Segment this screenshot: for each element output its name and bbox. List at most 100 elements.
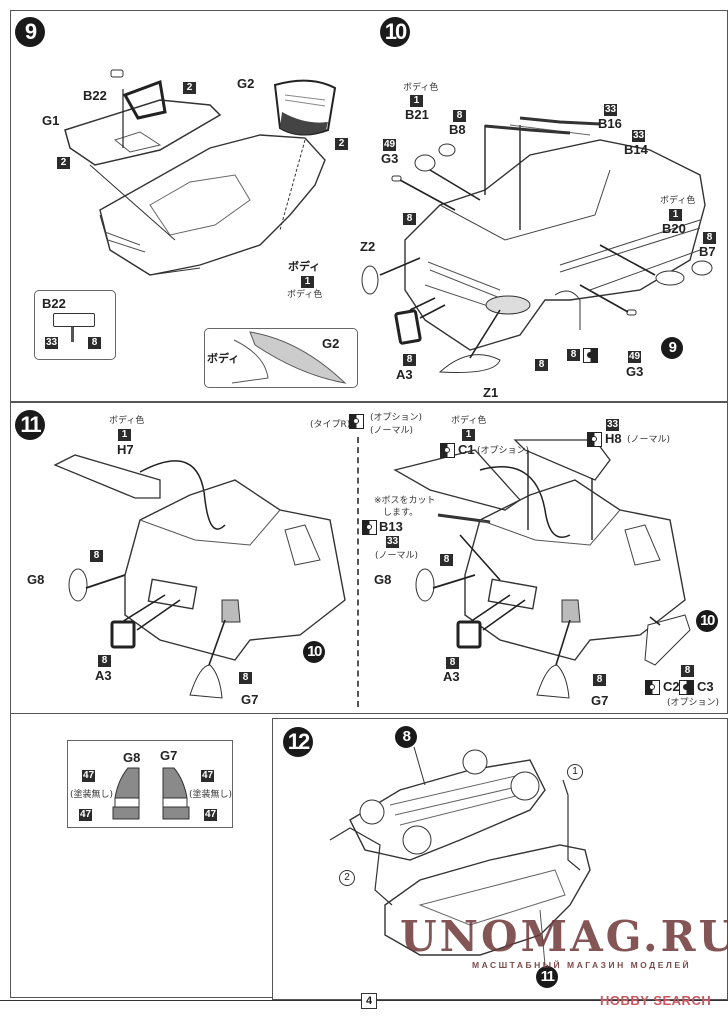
part-z2-lens bbox=[361, 265, 379, 295]
part-z1-lens bbox=[438, 354, 501, 373]
part-b8-mirror-glass bbox=[438, 143, 456, 157]
part-h8-spoiler bbox=[513, 439, 611, 481]
part-a3-plate bbox=[394, 309, 422, 345]
tail-light-paint-shapes bbox=[112, 767, 190, 820]
option-icon-marker bbox=[583, 348, 598, 363]
label-b16: B16 bbox=[598, 116, 622, 131]
part-g7-right bbox=[536, 664, 570, 699]
inset-paint-code-g8-bottom: 47 bbox=[79, 809, 93, 821]
car-rear-body-left bbox=[124, 479, 346, 661]
wheel bbox=[359, 799, 385, 825]
paint-code-h8: 33 bbox=[606, 419, 620, 431]
label-g7-left: G7 bbox=[241, 692, 259, 707]
inset-label-g8: G8 bbox=[123, 750, 141, 765]
paint-code-b16: 33 bbox=[604, 104, 618, 116]
part-c2-side-skirt bbox=[644, 614, 691, 666]
paint-code-b20: 1 bbox=[669, 209, 682, 221]
label-h8: H8 bbox=[605, 431, 622, 446]
inset-paint-code-g7-bottom: 47 bbox=[204, 809, 218, 821]
option-legend-icon bbox=[349, 414, 364, 429]
inset-label-b22: B22 bbox=[42, 296, 66, 311]
label-c1-option: (オプション) bbox=[477, 446, 530, 456]
inset-label-g8-no-paint: (塗装無し) bbox=[70, 790, 114, 800]
page-number: 4 bbox=[361, 993, 377, 1009]
paint-code-g7-right: 8 bbox=[593, 674, 606, 686]
step-10-diagram bbox=[361, 116, 713, 373]
paint-code-b21: 1 bbox=[410, 95, 423, 107]
paint-code-marker: 8 bbox=[567, 349, 580, 361]
part-g3-left bbox=[391, 175, 402, 182]
part-g8-right bbox=[415, 568, 435, 602]
wheel bbox=[462, 749, 488, 775]
label-b13-normal: (ノーマル) bbox=[375, 551, 419, 561]
label-g8-right: G8 bbox=[374, 572, 392, 587]
paint-code-g8-left: 8 bbox=[90, 550, 103, 562]
inset-paint-code-g7-top: 47 bbox=[201, 770, 215, 782]
label-c1-body-color: ボディ色 bbox=[451, 416, 487, 426]
paint-code-g8-right: 8 bbox=[440, 554, 453, 566]
label-z2: Z2 bbox=[360, 239, 376, 254]
paint-code-c3: 8 bbox=[681, 665, 694, 677]
paint-code-g1-bottom: 2 bbox=[57, 157, 70, 169]
car-rear-body-right bbox=[464, 479, 686, 661]
car-front-body bbox=[404, 139, 706, 351]
part-g8-left bbox=[68, 568, 88, 602]
paint-code-b14: 33 bbox=[632, 130, 646, 142]
label-z1: Z1 bbox=[483, 385, 499, 400]
part-b20-mirror bbox=[655, 270, 685, 286]
label-h7-body-color: ボディ色 bbox=[109, 416, 145, 426]
part-b16-wiper bbox=[519, 116, 601, 126]
label-b21-body-color: ボディ色 bbox=[403, 83, 439, 93]
paint-code-g1-frame: 2 bbox=[183, 82, 196, 94]
ref-step-10-right: 10 bbox=[696, 610, 718, 632]
label-c1: C1 bbox=[458, 442, 475, 457]
label-g3-left: G3 bbox=[381, 151, 399, 166]
paint-code-b7: 8 bbox=[703, 232, 716, 244]
part-b7-mirror-glass bbox=[691, 260, 713, 276]
inset-label-g7: G7 bbox=[160, 748, 178, 763]
label-b7: B7 bbox=[699, 244, 716, 259]
label-c2c3-option: (オプション) bbox=[667, 698, 720, 708]
label-b21: B21 bbox=[405, 107, 429, 122]
label-b20: B20 bbox=[662, 221, 686, 236]
inset-b22-mirror-shape bbox=[53, 313, 95, 327]
paint-code-grille: 8 bbox=[535, 359, 548, 371]
ref-step-8: 8 bbox=[395, 726, 417, 748]
inset-label-body: ボディ bbox=[207, 352, 240, 365]
label-a3-right: A3 bbox=[443, 669, 460, 684]
option-icon-c2 bbox=[645, 680, 660, 695]
steps-9-10-panel bbox=[10, 10, 728, 402]
inset-paint-code-stem: 33 bbox=[45, 337, 59, 349]
inset-b22-stem bbox=[71, 327, 74, 342]
step-9-diagram bbox=[64, 69, 337, 276]
paint-code-a3-right: 8 bbox=[446, 657, 459, 669]
paint-code-body: 1 bbox=[301, 276, 314, 288]
part-b21-mirror bbox=[414, 154, 436, 172]
label-body: ボディ bbox=[288, 260, 321, 273]
label-a3-left: A3 bbox=[95, 668, 112, 683]
label-body-color: ボディ色 bbox=[287, 290, 323, 300]
label-g2: G2 bbox=[237, 76, 255, 91]
option-divider bbox=[357, 437, 359, 707]
part-b22-mirror bbox=[110, 69, 124, 78]
label-h7: H7 bbox=[117, 442, 134, 457]
wheel bbox=[402, 825, 432, 855]
paint-code-a3: 8 bbox=[403, 354, 416, 366]
watermark-title: UNOMAG.RU bbox=[400, 912, 728, 961]
legend-normal: (ノーマル) bbox=[370, 426, 414, 436]
paint-code-a3-left: 8 bbox=[98, 655, 111, 667]
legend-option: (オプション) bbox=[370, 413, 423, 423]
label-b20-body-color: ボディ色 bbox=[660, 196, 696, 206]
label-g8-left: G8 bbox=[27, 572, 45, 587]
label-a3: A3 bbox=[396, 367, 413, 382]
legend-type-r: (タイプR) bbox=[310, 420, 351, 430]
option-icon-h8 bbox=[587, 432, 602, 447]
label-c3: C3 bbox=[697, 679, 714, 694]
inset-paint-code-mirror: 8 bbox=[88, 337, 101, 349]
label-b8: B8 bbox=[449, 122, 466, 137]
label-c2: C2 bbox=[663, 679, 680, 694]
step-12-badge: 12 bbox=[283, 727, 313, 757]
inset-g2-shape bbox=[231, 331, 347, 384]
inset-label-g2: G2 bbox=[322, 336, 340, 351]
